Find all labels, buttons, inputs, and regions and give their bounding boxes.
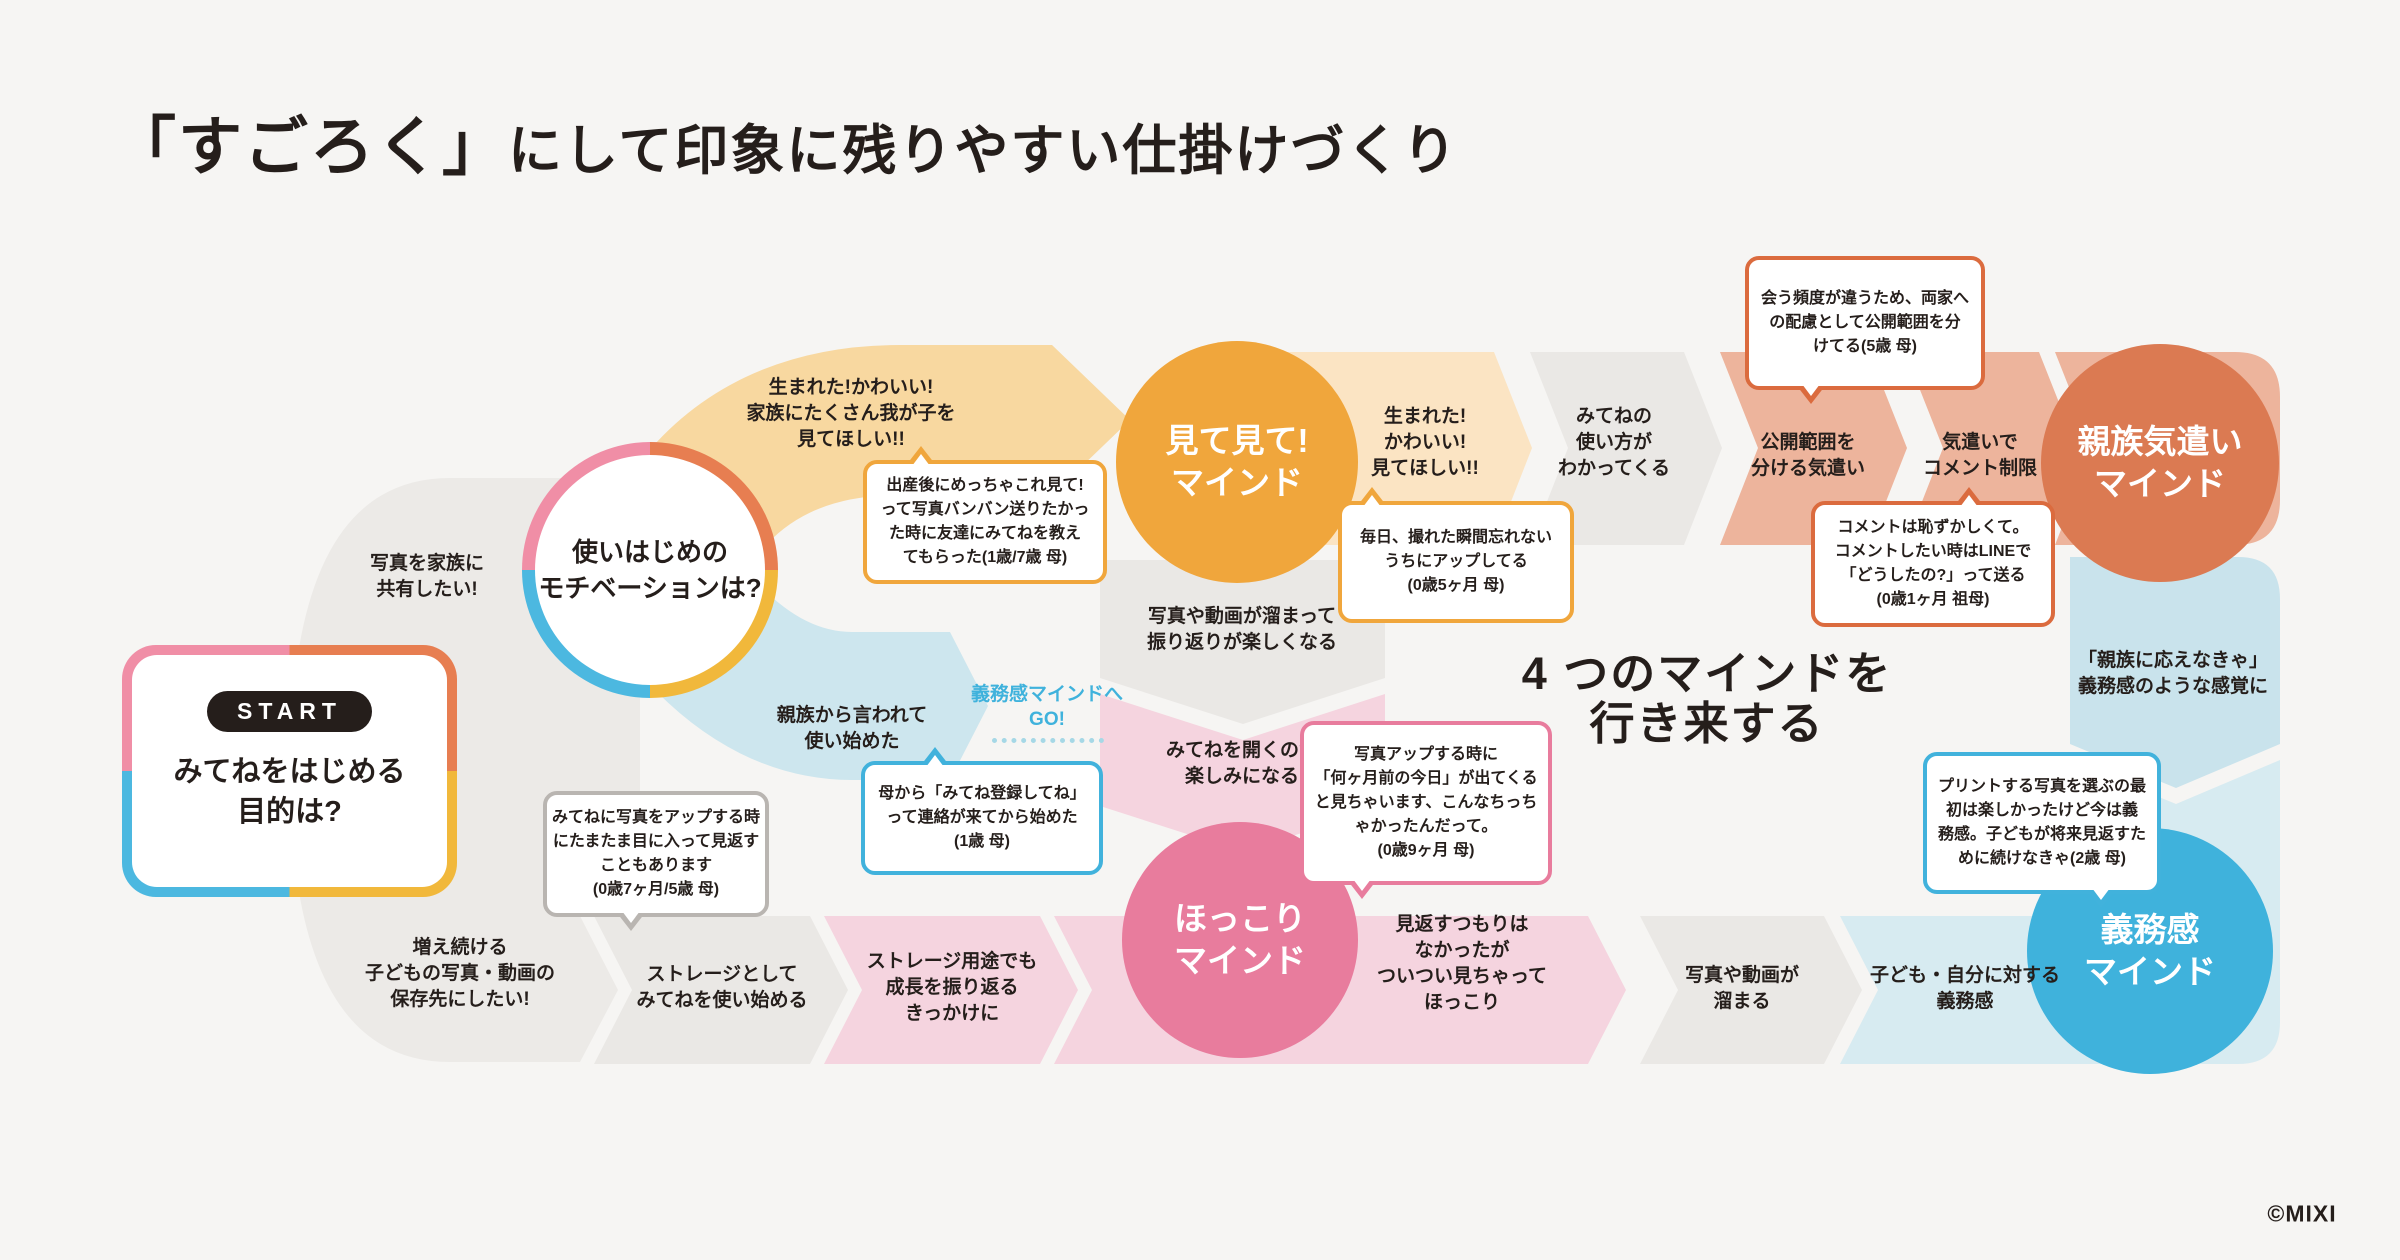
band-yellow-tip bbox=[1052, 345, 1130, 495]
start-badge: START bbox=[207, 691, 372, 732]
title-bracket: 「すごろく」 bbox=[112, 111, 508, 183]
bubble-months-ago-today: 写真アップする時に「何ヶ月前の今日」が出てくると見ちゃいます、こんなちっちゃかっ… bbox=[1300, 721, 1552, 899]
chevron-scope-care bbox=[1720, 352, 1907, 545]
credit: ©MIXI bbox=[2267, 1200, 2337, 1227]
bubble-after-birth: 出産後にめっちゃこれ見て!って写真バンバン送りたかった時に友達にみてねを教えても… bbox=[863, 446, 1107, 584]
step-comment-limit: 気遣いでコメント制限 bbox=[1922, 432, 2038, 479]
chevron-photos-pile bbox=[1640, 916, 1862, 1064]
start-box: START みてねをはじめる目的は? bbox=[122, 645, 457, 897]
title-rest: にして印象に残りやすい仕掛けづくり bbox=[508, 121, 1459, 181]
bubble-mother-contact: 母から「みてね登録してね」って連絡が来てから始めた(1歳 母) bbox=[861, 747, 1103, 875]
step-share-family: 写真を家族に共有したい! bbox=[369, 553, 485, 600]
chevron-storage-start bbox=[594, 916, 848, 1064]
bubble-comment-shy: コメントは恥ずかしくて。コメントしたい時はLINEで「どうしたの?」って送る(0… bbox=[1811, 487, 2055, 627]
go-dotted-line bbox=[992, 738, 1104, 743]
mind-circle-shinzoku: 親族気遣いマインド bbox=[2041, 344, 2279, 582]
mind-label-hokkori: ほっこりマインド bbox=[1174, 900, 1306, 979]
mind-label-shinzoku: 親族気遣いマインド bbox=[2077, 423, 2243, 502]
step-photos-accumulate-fun: 写真や動画が溜まって振り返りが楽しくなる bbox=[1146, 606, 1338, 653]
bubble-upload-glance: みてねに写真をアップする時にたまたま目に入って見返すこともあります(0歳7ヶ月/… bbox=[543, 791, 769, 931]
mind-label-mitemite: 見て見て!マインド bbox=[1165, 422, 1309, 501]
center-note: 4 つのマインドを行き来する bbox=[1521, 648, 1893, 749]
step-duty-self: 子ども・自分に対する義務感 bbox=[1869, 965, 2061, 1012]
step-storage-start: ストレージとしてみてねを使い始める bbox=[636, 964, 808, 1011]
chevron-comment-limit bbox=[1905, 352, 2077, 545]
step-obligation-feel: 「親族に応えなきゃ」義務感のような感覚に bbox=[2077, 650, 2269, 697]
motivation-question: 使いはじめのモチベーションは? bbox=[538, 537, 762, 603]
mind-circle-mitemite: 見て見て!マインド bbox=[1116, 341, 1358, 583]
page-title: 「すごろく」にして印象に残りやすい仕掛けづくり bbox=[112, 96, 1458, 188]
chevron-duty-self bbox=[1840, 916, 2070, 1064]
bubble-everyday-upload: 毎日、撮れた瞬間忘れないうちにアップしてる(0歳5ヶ月 母) bbox=[1338, 487, 1574, 623]
band-obligation-feel bbox=[2070, 557, 2280, 788]
step-relatives-told: 親族から言われて使い始めた bbox=[776, 705, 928, 752]
step-open-fun: みてねを開くのが楽しみになる bbox=[1165, 740, 1319, 787]
mind-label-gimukan: 義務感マインド bbox=[2084, 911, 2216, 990]
bubble-meet-frequency: 会う頻度が違うため、両家への配慮として公開範囲を分けてる(5歳 母) bbox=[1745, 256, 1985, 404]
step-storage-wish: 増え続ける子どもの写真・動画の保存先にしたい! bbox=[364, 937, 556, 1010]
step-storage-lookback: ストレージ用途でも成長を振り返るきっかけに bbox=[866, 951, 1038, 1024]
step-born-short: 生まれた!かわいい!見てほしい!! bbox=[1371, 406, 1479, 479]
step-usage-clear: みてねの使い方がわかってくる bbox=[1557, 406, 1671, 479]
motivation-circle-inner: 使いはじめのモチベーションは? bbox=[535, 455, 765, 685]
chevron-storage-lookback bbox=[824, 916, 1078, 1064]
motivation-circle: 使いはじめのモチベーションは? bbox=[522, 442, 778, 698]
start-box-inner: START みてねをはじめる目的は? bbox=[132, 655, 447, 887]
bubble-print-duty: プリントする写真を選ぶの最初は楽しかったけど今は義務感。子どもが将来見返すために… bbox=[1923, 752, 2161, 908]
chevron-usage-clear bbox=[1530, 352, 1722, 545]
band-relatives-tip bbox=[950, 632, 988, 780]
chevron-photos-accumulate bbox=[1100, 560, 1385, 724]
step-unintended-lookback: 見返すつもりはなかったがついつい見ちゃってほっこり bbox=[1376, 914, 1548, 1013]
step-photos-pile: 写真や動画が溜まる bbox=[1684, 965, 1800, 1012]
step-born-family: 生まれた!かわいい!家族にたくさん我が子を見てほしい!! bbox=[746, 377, 956, 450]
step-scope-care: 公開範囲を分ける気遣い bbox=[1750, 432, 1866, 479]
start-question: みてねをはじめる目的は? bbox=[173, 756, 406, 828]
